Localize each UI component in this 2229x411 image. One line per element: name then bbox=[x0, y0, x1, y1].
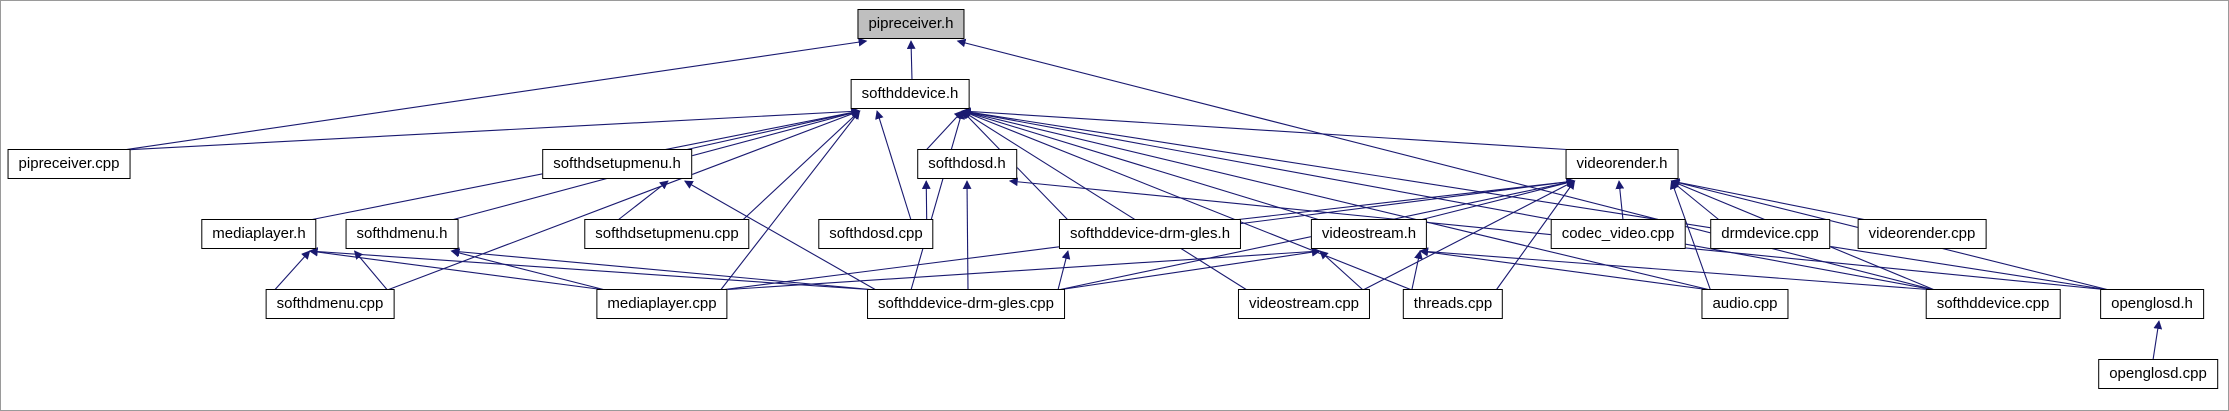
edge-audio_cpp-to-softhddevice_h bbox=[961, 108, 1711, 291]
graph-node-videostream_cpp[interactable]: videostream.cpp bbox=[1237, 289, 1371, 319]
edge-softhdmenu_cpp-to-softhdmenu_h bbox=[353, 250, 388, 291]
edge-videostream_cpp-to-videostream_h bbox=[1319, 250, 1364, 291]
edge-threads_cpp-to-videorender_h bbox=[1495, 180, 1576, 291]
edge-mediaplayer_cpp-to-videostream_h bbox=[720, 247, 1321, 291]
edge-softhdsetupmenu_cpp-to-softhdsetupmenu_h bbox=[617, 180, 669, 221]
edge-mediaplayer_cpp-to-softhdmenu_h bbox=[450, 248, 606, 291]
edge-softhdsetupmenu_cpp-to-softhddevice_h bbox=[742, 110, 861, 221]
graph-node-softhddevice_cpp[interactable]: softhddevice.cpp bbox=[1925, 289, 2061, 319]
graph-node-drm_gles_cpp[interactable]: softhddevice-drm-gles.cpp bbox=[867, 289, 1065, 319]
edge-drm_gles_cpp-to-softhdmenu_h bbox=[450, 247, 877, 291]
graph-node-drm_gles_h[interactable]: softhddevice-drm-gles.h bbox=[1058, 219, 1242, 249]
graph-node-softhdosd_cpp[interactable]: softhdosd.cpp bbox=[818, 219, 934, 249]
edge-mediaplayer_cpp-to-softhddevice_h bbox=[720, 110, 861, 291]
graph-node-mediaplayer_h[interactable]: mediaplayer.h bbox=[201, 219, 317, 249]
edge-drm_gles_cpp-to-mediaplayer_h bbox=[308, 247, 877, 291]
edge-audio_cpp-to-videorender_h bbox=[1669, 180, 1711, 291]
edge-drm_gles_cpp-to-softhddevice_h bbox=[910, 110, 965, 291]
edge-softhdosd_cpp-to-softhddevice_h bbox=[875, 110, 912, 221]
edge-videostream_cpp-to-videorender_h bbox=[1362, 180, 1576, 291]
edge-softhdmenu_cpp-to-mediaplayer_h bbox=[274, 250, 311, 291]
graph-node-videorender_h[interactable]: videorender.h bbox=[1565, 149, 1679, 179]
edge-videorender_h-to-softhddevice_h bbox=[961, 107, 1575, 151]
graph-node-softhdsetupmenu_h[interactable]: softhdsetupmenu.h bbox=[542, 149, 692, 179]
edge-softhdsetupmenu_h-to-softhddevice_h bbox=[684, 108, 861, 151]
edge-pipreceiver_cpp-to-pipreceiver_h bbox=[123, 37, 868, 151]
edge-mediaplayer_cpp-to-mediaplayer_h bbox=[308, 247, 606, 291]
edge-openglosd_cpp-to-openglosd_h bbox=[2152, 320, 2163, 361]
graph-node-drmdevice_cpp[interactable]: drmdevice.cpp bbox=[1710, 219, 1830, 249]
edge-softhddevice_cpp-to-softhddevice_h bbox=[961, 108, 1935, 291]
graph-node-softhdsetupmenu_cpp[interactable]: softhdsetupmenu.cpp bbox=[584, 219, 750, 249]
graph-node-mediaplayer_cpp[interactable]: mediaplayer.cpp bbox=[596, 289, 728, 319]
edge-pipreceiver_cpp-to-softhddevice_h bbox=[123, 107, 861, 151]
edge-threads_cpp-to-softhddevice_h bbox=[961, 109, 1413, 291]
graph-node-softhdosd_h[interactable]: softhdosd.h bbox=[917, 149, 1017, 179]
edge-drm_gles_cpp-to-drm_gles_h bbox=[1057, 250, 1071, 291]
graph-node-audio_cpp[interactable]: audio.cpp bbox=[1701, 289, 1789, 319]
graph-node-openglosd_h[interactable]: openglosd.h bbox=[2100, 289, 2204, 319]
edge-drm_gles_cpp-to-videostream_h bbox=[1057, 247, 1321, 291]
edge-videorender_cpp-to-videorender_h bbox=[1670, 178, 1867, 221]
edge-drm_gles_cpp-to-softhdsetupmenu_h bbox=[684, 180, 877, 291]
edge-group bbox=[123, 37, 2163, 361]
edge-softhdmenu_cpp-to-softhddevice_h bbox=[387, 109, 861, 291]
edge-threads_cpp-to-videostream_h bbox=[1411, 250, 1423, 291]
edge-codec_video_cpp-to-videorender_h bbox=[1615, 180, 1625, 221]
edge-softhddevice_h-to-pipreceiver_h bbox=[906, 40, 916, 81]
graph-node-softhdmenu_h[interactable]: softhdmenu.h bbox=[345, 219, 459, 249]
graph-node-pipreceiver_h[interactable]: pipreceiver.h bbox=[857, 9, 965, 39]
edge-drm_gles_cpp-to-softhdosd_h bbox=[962, 180, 972, 291]
edge-videostream_h-to-softhddevice_h bbox=[961, 109, 1321, 221]
edge-drm_gles_h-to-videorender_h bbox=[1233, 177, 1576, 221]
graph-node-threads_cpp[interactable]: threads.cpp bbox=[1402, 289, 1504, 319]
edge-softhddevice_cpp-to-videostream_h bbox=[1419, 247, 1935, 291]
graph-node-pipreceiver_cpp[interactable]: pipreceiver.cpp bbox=[7, 149, 131, 179]
graph-node-videorender_cpp[interactable]: videorender.cpp bbox=[1857, 219, 1987, 249]
graph-node-codec_video_cpp[interactable]: codec_video.cpp bbox=[1550, 219, 1686, 249]
edge-audio_cpp-to-videostream_h bbox=[1419, 247, 1711, 291]
graph-node-openglosd_cpp[interactable]: openglosd.cpp bbox=[2098, 359, 2218, 389]
edge-videostream_h-to-videorender_h bbox=[1419, 178, 1576, 221]
graph-node-softhddevice_h[interactable]: softhddevice.h bbox=[850, 79, 970, 109]
graph-node-softhdmenu_cpp[interactable]: softhdmenu.cpp bbox=[265, 289, 395, 319]
graph-node-videostream_h[interactable]: videostream.h bbox=[1310, 219, 1428, 249]
